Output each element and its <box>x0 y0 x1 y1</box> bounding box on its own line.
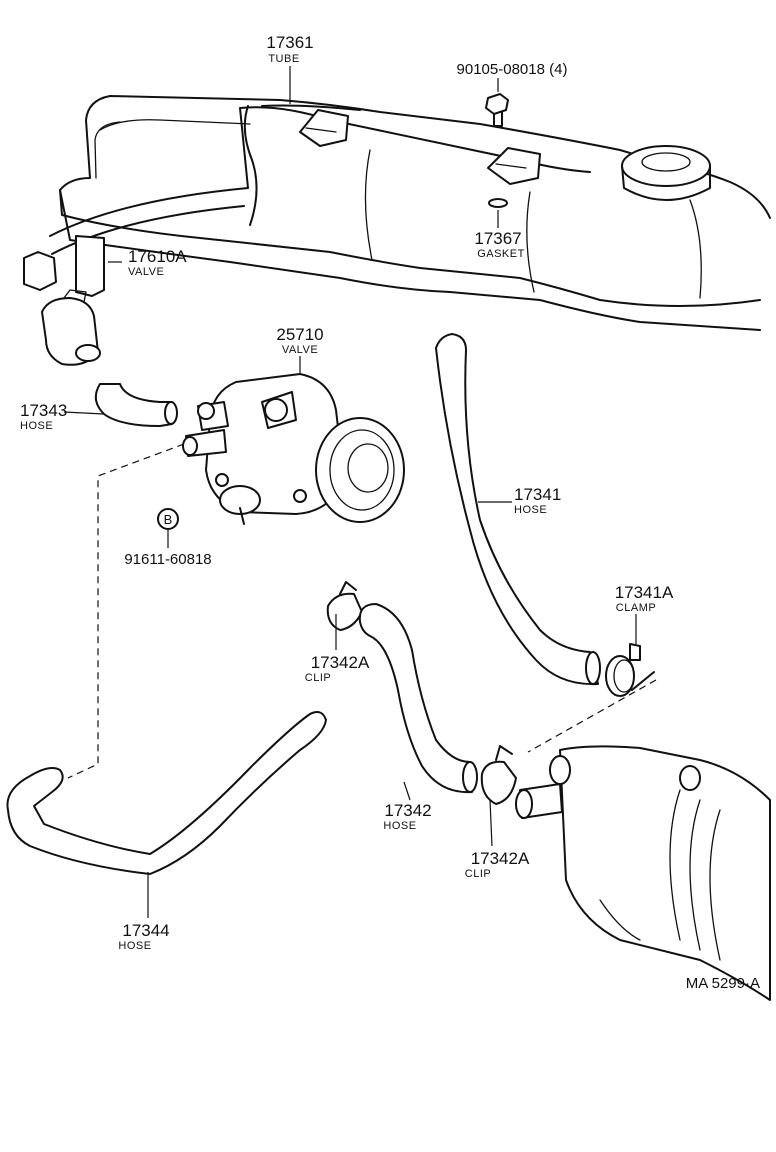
clip-17342a-upper <box>326 581 363 631</box>
hose-17344 <box>6 711 327 875</box>
clip-17342a-lower <box>480 745 517 805</box>
svg-text:GASKET: GASKET <box>477 248 525 260</box>
valve-25710 <box>182 373 405 525</box>
label-17361: 17361 TUBE <box>266 33 313 65</box>
svg-text:HOSE: HOSE <box>383 820 416 832</box>
hose-17342 <box>358 603 478 794</box>
svg-text:MA 5299·A: MA 5299·A <box>686 975 760 992</box>
svg-text:17344: 17344 <box>122 921 169 940</box>
bolt-90105 <box>485 93 509 127</box>
svg-text:TUBE: TUBE <box>268 53 299 65</box>
svg-text:17342: 17342 <box>384 801 431 820</box>
label-90105: 90105-08018 (4) <box>457 61 568 78</box>
dashed-routing-lines <box>67 443 657 779</box>
clamp-17341a <box>605 643 655 697</box>
gasket-17367 <box>488 198 508 208</box>
label-25710: 25710 VALVE <box>276 325 323 356</box>
svg-text:HOSE: HOSE <box>514 504 547 516</box>
svg-text:17342A: 17342A <box>311 653 370 672</box>
label-17341: 17341 HOSE <box>514 485 561 516</box>
svg-text:B: B <box>164 512 173 527</box>
svg-text:CLIP: CLIP <box>305 672 331 684</box>
label-17341a: 17341A CLAMP <box>615 583 674 614</box>
svg-text:17341A: 17341A <box>615 583 674 602</box>
label-17342a-upper: 17342A CLIP <box>305 653 370 684</box>
marker-b: B <box>157 508 179 530</box>
svg-text:CLAMP: CLAMP <box>616 602 656 614</box>
svg-text:VALVE: VALVE <box>282 344 318 356</box>
svg-text:HOSE: HOSE <box>118 940 151 952</box>
tube-17361 <box>49 106 591 255</box>
svg-text:91611-60818: 91611-60818 <box>124 551 211 568</box>
svg-text:17341: 17341 <box>514 485 561 504</box>
svg-text:17610A: 17610A <box>128 247 187 266</box>
svg-text:90105-08018 (4): 90105-08018 (4) <box>457 61 568 78</box>
label-17344: 17344 HOSE <box>118 921 169 952</box>
svg-text:17343: 17343 <box>20 401 67 420</box>
svg-text:25710: 25710 <box>276 325 323 344</box>
label-17367: 17367 GASKET <box>474 229 524 260</box>
reference-code: MA 5299·A <box>686 975 760 992</box>
label-17610a: 17610A VALVE <box>128 247 187 278</box>
label-91611: 91611-60818 <box>124 551 211 568</box>
hose-17343 <box>94 383 178 427</box>
label-17342: 17342 HOSE <box>383 801 431 832</box>
valve-17610a <box>23 235 105 366</box>
svg-text:17367: 17367 <box>474 229 521 248</box>
label-17343: 17343 HOSE <box>20 401 67 432</box>
svg-text:17361: 17361 <box>266 33 313 52</box>
svg-text:VALVE: VALVE <box>128 266 164 278</box>
svg-text:17342A: 17342A <box>471 849 530 868</box>
label-17342a-lower: 17342A CLIP <box>465 849 530 880</box>
leader-lines <box>63 66 637 918</box>
hose-17341 <box>435 333 601 686</box>
cylinder-head-cover <box>59 95 771 331</box>
svg-text:HOSE: HOSE <box>20 420 53 432</box>
svg-text:CLIP: CLIP <box>465 868 491 880</box>
vacuum-pump <box>515 745 771 1001</box>
